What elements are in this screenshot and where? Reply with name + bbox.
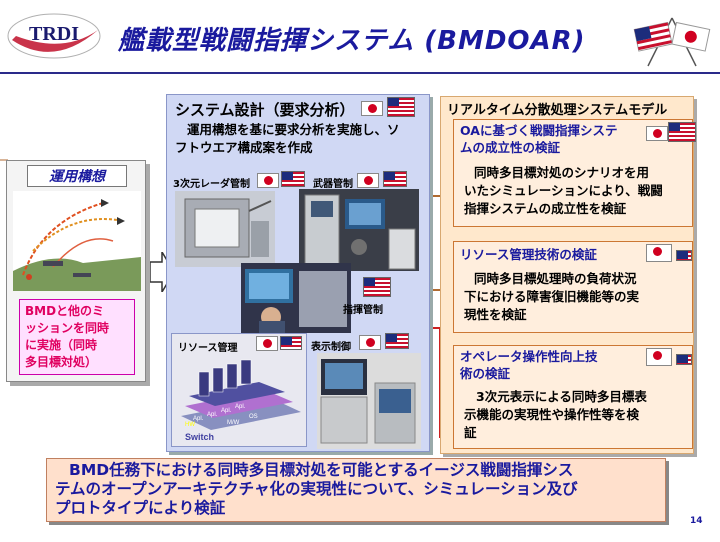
- resource-management-box: リソース管理 Apl. Apl. Apl. Apl. M/W OS HW Swi…: [171, 333, 307, 447]
- card-body-line: いたシミュレーションにより、戦闘: [464, 183, 663, 198]
- command-control-label: 指揮管制: [343, 305, 383, 316]
- weapons-control-label: 武器管制: [313, 179, 353, 190]
- japan-flag-icon: [257, 173, 279, 188]
- verification-card-operator: オペレータ操作性向上技 術の検証 3次元表示による同時多目標表 示機能の実現性や…: [453, 345, 693, 449]
- stack-label-hw: HW: [185, 422, 195, 428]
- trdi-logo: TRDI: [7, 13, 101, 59]
- us-flag-icon: [387, 97, 415, 117]
- conclusion-line: BMD任務下における同時多目標対処を可能とするイージス戦闘指揮シス: [69, 461, 574, 479]
- card-body-line: 下における障害復旧機能等の実: [464, 289, 640, 304]
- header-divider: [0, 72, 720, 74]
- card-title: OAに基づく戦闘指揮システ ムの成立性の検証: [460, 122, 617, 156]
- realtime-model-title: リアルタイム分散処理システムモデル: [447, 103, 668, 118]
- card-title: リソース管理技術の検証: [460, 246, 597, 263]
- page-number: 14: [690, 516, 703, 526]
- card-title: オペレータ操作性向上技 術の検証: [460, 348, 598, 382]
- verification-card-resource: リソース管理技術の検証 同時多目標処理時の負荷状況 下における障害復旧機能等の実…: [453, 241, 693, 333]
- card-title-line: ムの成立性の検証: [460, 140, 561, 155]
- japan-flag-icon: [361, 101, 383, 116]
- bmd-scenario-illustration: [13, 191, 141, 291]
- stack-label-middleware: M/W: [227, 420, 240, 426]
- us-flag-icon: [676, 354, 692, 365]
- display-control-label: 表示制御: [311, 342, 351, 353]
- card-title-line: OAに基づく戦闘指揮システ: [460, 123, 618, 138]
- realtime-model-panel: リアルタイム分散処理システムモデル OAに基づく戦闘指揮システ ムの成立性の検証…: [440, 96, 696, 454]
- card-body: 同時多目標処理時の負荷状況 下における障害復旧機能等の実 現性を検証: [464, 270, 639, 324]
- us-flag-icon: [676, 250, 692, 261]
- japan-flag-icon: [359, 335, 381, 350]
- card-body: 3次元表示による同時多目標表 示機能の実現性や操作性等を検 証: [464, 388, 647, 442]
- us-flag-icon: [280, 336, 302, 350]
- card-body-line: 同時多目標対処のシナリオを用: [474, 165, 650, 180]
- display-console-photo: [317, 353, 421, 449]
- conclusion-box: BMD任務下における同時多目標対処を可能とするイージス戦闘指揮シス テムのオープ…: [46, 458, 666, 522]
- radar-array-photo: [175, 191, 275, 267]
- system-design-desc-line: フトウエア構成案を作成: [175, 140, 313, 155]
- system-design-panel: システム設計（要求分析） 運用構想を基に要求分析を実施し、ソ フトウエア構成案を…: [166, 94, 430, 452]
- verification-card-oa: OAに基づく戦闘指揮システ ムの成立性の検証 同時多目標対処のシナリオを用 いた…: [453, 119, 696, 227]
- card-body-line: 示機能の実現性や操作性等を検: [464, 407, 640, 422]
- stack-label-apl: Apl.: [193, 416, 204, 422]
- us-flag-icon: [668, 122, 696, 142]
- conclusion-line: プロトタイプにより検証: [55, 499, 226, 517]
- system-design-description: 運用構想を基に要求分析を実施し、ソ フトウエア構成案を作成: [175, 121, 425, 157]
- radar-control-label: 3次元レーダ管制: [173, 179, 250, 190]
- concept-note-line: 多目標対処）: [25, 355, 98, 369]
- system-design-title: システム設計（要求分析）: [175, 101, 355, 119]
- japan-flag-icon: [646, 244, 672, 262]
- stack-label-apl: Apl.: [235, 404, 246, 410]
- page-title: 艦載型戦闘指揮システム (BMDOAR): [118, 26, 586, 56]
- stack-label-apl: Apl.: [221, 408, 232, 414]
- card-title-line: オペレータ操作性向上技: [460, 349, 598, 364]
- concept-title-box: 運用構想: [27, 165, 127, 187]
- command-center-photo: [241, 263, 351, 333]
- card-body-line: 指揮システムの成立性を検証: [464, 201, 627, 216]
- conclusion-line: テムのオープンアーキテクチャ化の実現性について、シミュレーション及び: [55, 480, 578, 498]
- us-flag-icon: [385, 333, 409, 349]
- software-stack-diagram: Apl. Apl. Apl. Apl. M/W OS HW Switch: [181, 359, 301, 442]
- concept-note-line: ッションを同時: [25, 321, 110, 335]
- us-flag-icon: [383, 171, 407, 187]
- japan-flag-icon: [646, 126, 668, 141]
- logo-text: TRDI: [29, 23, 79, 45]
- crossed-flags-icon: [633, 17, 711, 67]
- card-title-line: 術の検証: [460, 366, 511, 381]
- operational-concept-panel: 運用構想 BMDと他のミ ッションを同時 に実施（同時 多目標対処）: [6, 160, 146, 382]
- us-flag-icon: [363, 277, 391, 297]
- card-body: 同時多目標対処のシナリオを用 いたシミュレーションにより、戦闘 指揮システムの成…: [464, 164, 663, 218]
- concept-note-line: BMDと他のミ: [25, 304, 105, 318]
- resource-management-label: リソース管理: [178, 343, 238, 354]
- card-title-line: リソース管理技術の検証: [460, 247, 597, 262]
- stack-label-os: OS: [249, 414, 258, 420]
- switch-label: Switch: [185, 432, 214, 442]
- japan-flag-icon: [646, 348, 672, 366]
- card-body-line: 3次元表示による同時多目標表: [476, 389, 647, 404]
- concept-note-line: に実施（同時: [25, 338, 98, 352]
- japan-flag-icon: [256, 336, 278, 351]
- concept-title: 運用構想: [49, 169, 105, 185]
- us-flag-icon: [281, 171, 305, 187]
- card-body-line: 証: [464, 425, 477, 440]
- card-body-line: 現性を検証: [464, 307, 527, 322]
- concept-note-box: BMDと他のミ ッションを同時 に実施（同時 多目標対処）: [19, 299, 135, 375]
- stack-label-apl: Apl.: [207, 412, 218, 418]
- japan-flag-icon: [357, 173, 379, 188]
- weapons-console-photo: [299, 189, 419, 271]
- system-design-desc-line: 運用構想を基に要求分析を実施し、ソ: [187, 122, 400, 137]
- card-body-line: 同時多目標処理時の負荷状況: [474, 271, 637, 286]
